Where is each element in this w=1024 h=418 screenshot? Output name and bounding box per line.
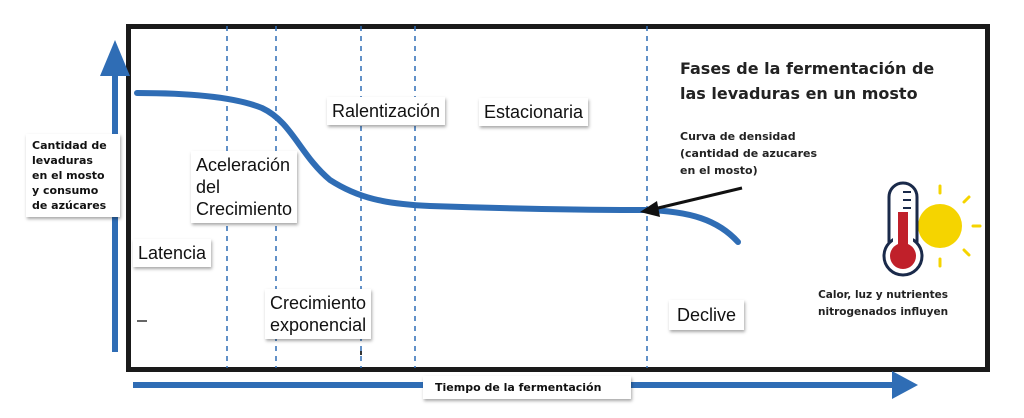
curve-note-line: Curva de densidad [680, 130, 796, 143]
y-axis-label-line: en el mosto [32, 169, 105, 182]
curve-note-line: (cantidad de azucares [680, 147, 818, 160]
phase-label-line: Aceleración [196, 155, 291, 175]
diagram-title-line: Fases de la fermentación de [680, 59, 935, 78]
y-axis-label-line: y consumo [32, 184, 99, 197]
phase-label-line: exponencial [270, 315, 367, 335]
curve-pointer-arrowhead [640, 201, 660, 217]
phase-label-line: Crecimiento [196, 199, 293, 219]
y-axis-label: Cantidad de levaduras en el mosto y cons… [26, 134, 120, 217]
factors-note: Calor, luz y nutrientes nitrogenados inf… [818, 287, 948, 321]
phase-label-estacionaria: Estacionaria [479, 98, 589, 126]
curve-note-line: en el mosto) [680, 164, 758, 177]
phase-label-line: Crecimiento [270, 293, 367, 313]
factors-note-line: Calor, luz y nutrientes [818, 289, 949, 301]
curve-note: Curva de densidad (cantidad de azucares … [680, 128, 817, 179]
thermometer-icon [882, 181, 924, 277]
y-axis-label-line: Cantidad de [32, 139, 107, 152]
phase-label-ralentizacion: Ralentización [327, 97, 446, 125]
y-axis-label-line: levaduras [32, 154, 93, 167]
y-axis-arrowhead [100, 40, 130, 76]
diagram-title: Fases de la fermentación de las levadura… [680, 56, 960, 106]
curve-pointer-arrow [653, 186, 743, 211]
x-axis-label: Tiempo de la fermentación [423, 376, 631, 399]
y-axis-label-line: de azúcares [32, 199, 107, 212]
x-axis-arrowhead [892, 371, 918, 399]
phase-label-latencia: Latencia [133, 239, 212, 267]
factors-note-line: nitrogenados influyen [818, 306, 949, 318]
diagram-title-line: las levaduras en un mosto [680, 84, 918, 103]
phase-label-exponencial: Crecimiento exponencial [265, 289, 372, 339]
phase-label-line: del [196, 177, 221, 197]
phase-label-aceleracion: Aceleración del Crecimiento [191, 151, 298, 223]
phase-label-declive: Declive [669, 300, 745, 330]
